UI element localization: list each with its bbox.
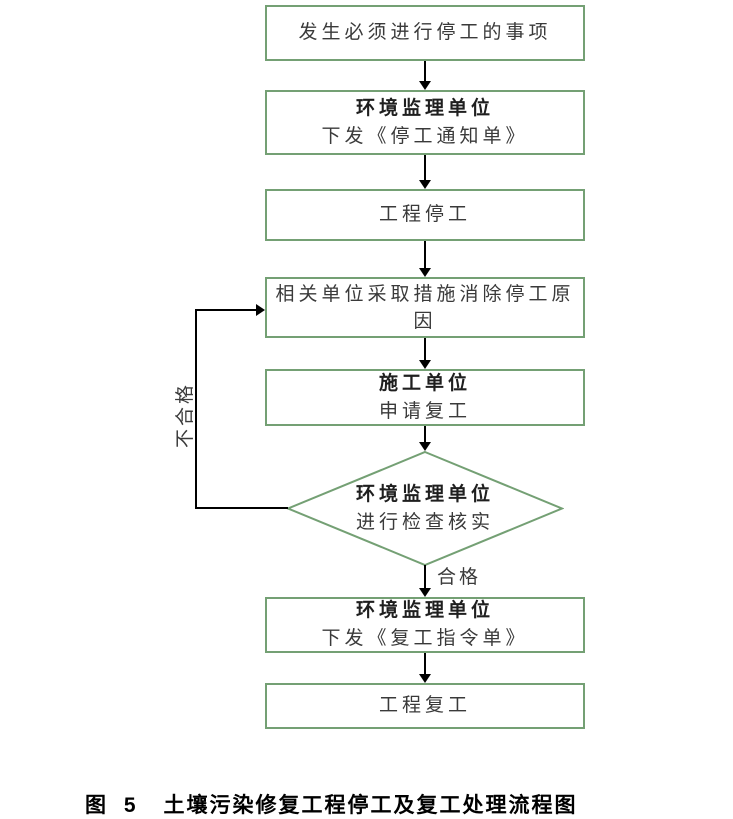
arrow-down-6 (418, 565, 431, 597)
arrow-down-1 (418, 61, 431, 90)
edge-label-fail: 不合格 (175, 382, 196, 449)
node-contractor-apply-resume: 施工单位 申请复工 (265, 369, 585, 426)
reject-loop-top-line (195, 309, 256, 311)
reject-loop-bottom-line (195, 507, 288, 509)
node-line: 下发《复工指令单》 (321, 628, 529, 649)
diamond-text: 环境监理单位 进行检查核实 (286, 450, 564, 567)
node-line: 环境监理单位 (355, 600, 494, 621)
figure-caption: 图 5 土壤污染修复工程停工及复工处理流程图 (85, 789, 578, 819)
node-line: 相关单位采取措施消除停工原 (275, 283, 575, 305)
node-units-remove-cause: 相关单位采取措施消除停工原 因 (265, 277, 585, 338)
node-line: 下发《停工通知单》 (321, 125, 529, 147)
reject-loop-vertical-line (195, 309, 197, 509)
arrow-down-2 (418, 155, 431, 189)
figure-caption-title: 土壤污染修复工程停工及复工处理流程图 (163, 794, 578, 817)
node-start-event: 发生必须进行停工的事项 (265, 5, 585, 61)
node-line: 工程复工 (378, 695, 471, 716)
node-project-resume: 工程复工 (265, 683, 585, 729)
figure-caption-number: 图 5 (85, 794, 142, 817)
edge-label-pass: 合格 (437, 567, 482, 588)
arrow-down-4 (418, 338, 431, 369)
node-line: 因 (413, 310, 437, 332)
arrow-down-5 (418, 426, 431, 451)
reject-loop-arrowhead (256, 304, 265, 316)
node-supervisor-issue-stop-notice: 环境监理单位 下发《停工通知单》 (265, 90, 585, 155)
node-supervisor-inspect-verify: 环境监理单位 进行检查核实 (286, 450, 564, 567)
node-supervisor-issue-resume-order: 环境监理单位 下发《复工指令单》 (265, 597, 585, 653)
node-line: 申请复工 (378, 400, 471, 422)
node-line: 发生必须进行停工的事项 (298, 22, 552, 43)
node-line: 工程停工 (378, 204, 471, 225)
arrow-down-7 (418, 653, 431, 683)
node-line: 环境监理单位 (355, 97, 494, 119)
arrow-down-3 (418, 241, 431, 277)
node-line: 施工单位 (378, 372, 471, 394)
node-line: 进行检查核实 (355, 511, 494, 533)
node-project-stop: 工程停工 (265, 189, 585, 241)
node-line: 环境监理单位 (355, 483, 494, 505)
